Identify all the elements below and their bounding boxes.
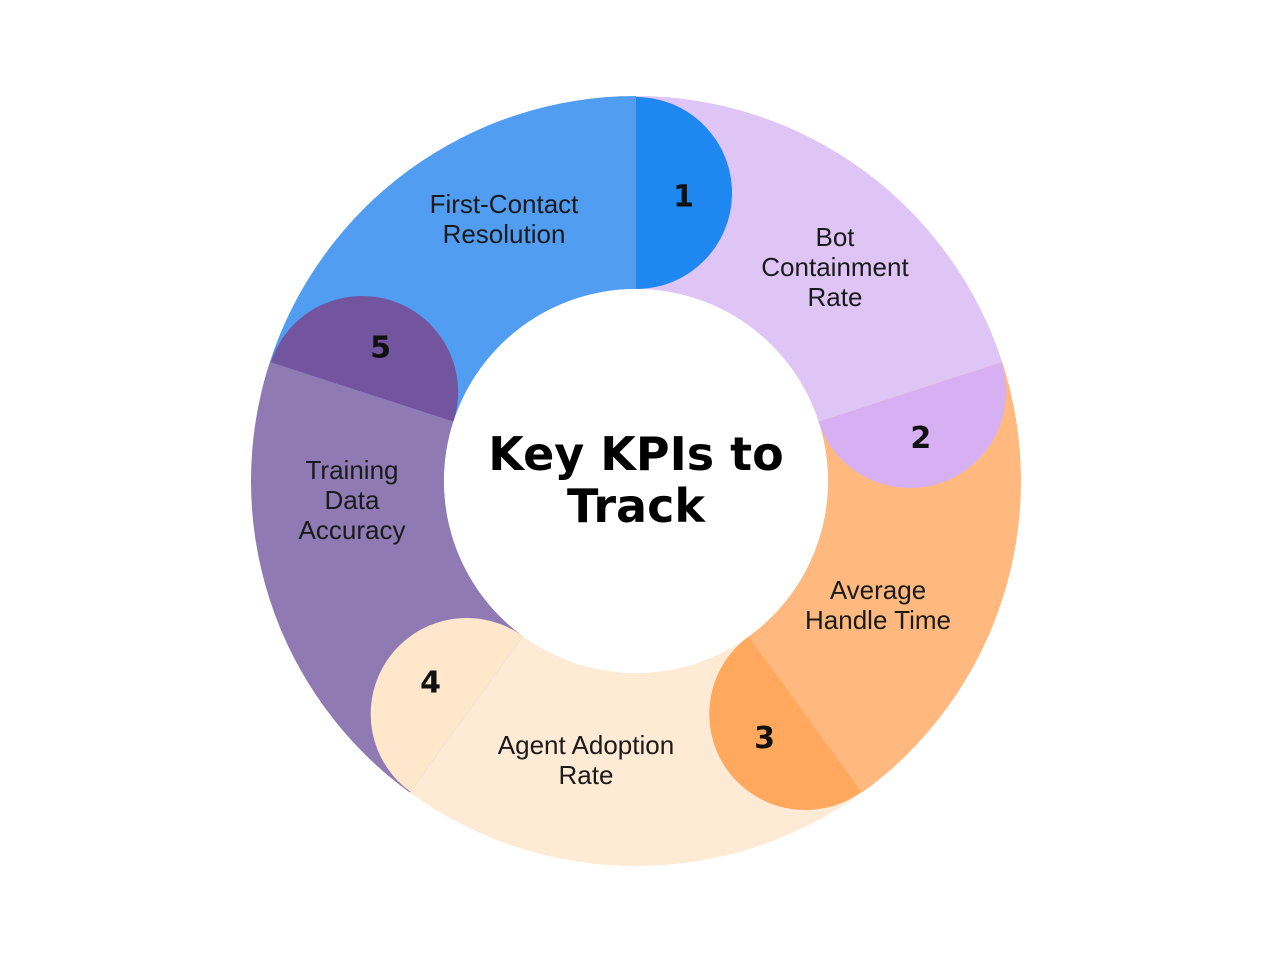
segment-numbers: 1 2 3 4 5 — [370, 179, 931, 756]
segment-1-label-line-2: Containment — [761, 252, 909, 282]
segment-1-label-line-3: Rate — [808, 282, 863, 312]
center-hole — [444, 289, 828, 673]
badge-disc-2 — [813, 346, 1006, 489]
segment-4-label-line-2: Data — [325, 485, 380, 515]
segment-1-label-line-1: Bot — [815, 222, 855, 252]
segment-2-label-line-1: Average — [830, 575, 926, 605]
segment-4-label-line-1: Training — [306, 455, 399, 485]
segment-number-3: 3 — [754, 721, 775, 756]
center-title-line-2: Track — [567, 479, 706, 533]
segment-number-1: 1 — [673, 179, 694, 214]
center-title-line-1: Key KPIs to — [488, 427, 784, 481]
segment-3-label-line-1: Agent Adoption — [498, 730, 674, 760]
segment-3-label-line-2: Rate — [559, 760, 614, 790]
segment-number-2: 2 — [910, 421, 931, 456]
segment-4-label-line-3: Accuracy — [299, 515, 406, 545]
badge-1 — [636, 97, 732, 289]
segment-5-label-line-2: Resolution — [443, 219, 566, 249]
segment-number-4: 4 — [420, 665, 441, 700]
segment-number-5: 5 — [370, 331, 391, 366]
badge-disc-1 — [636, 97, 732, 289]
segment-5-label-line-1: First-Contact — [430, 189, 580, 219]
badge-2 — [813, 346, 1006, 489]
segment-2-label-line-2: Handle Time — [805, 605, 951, 635]
